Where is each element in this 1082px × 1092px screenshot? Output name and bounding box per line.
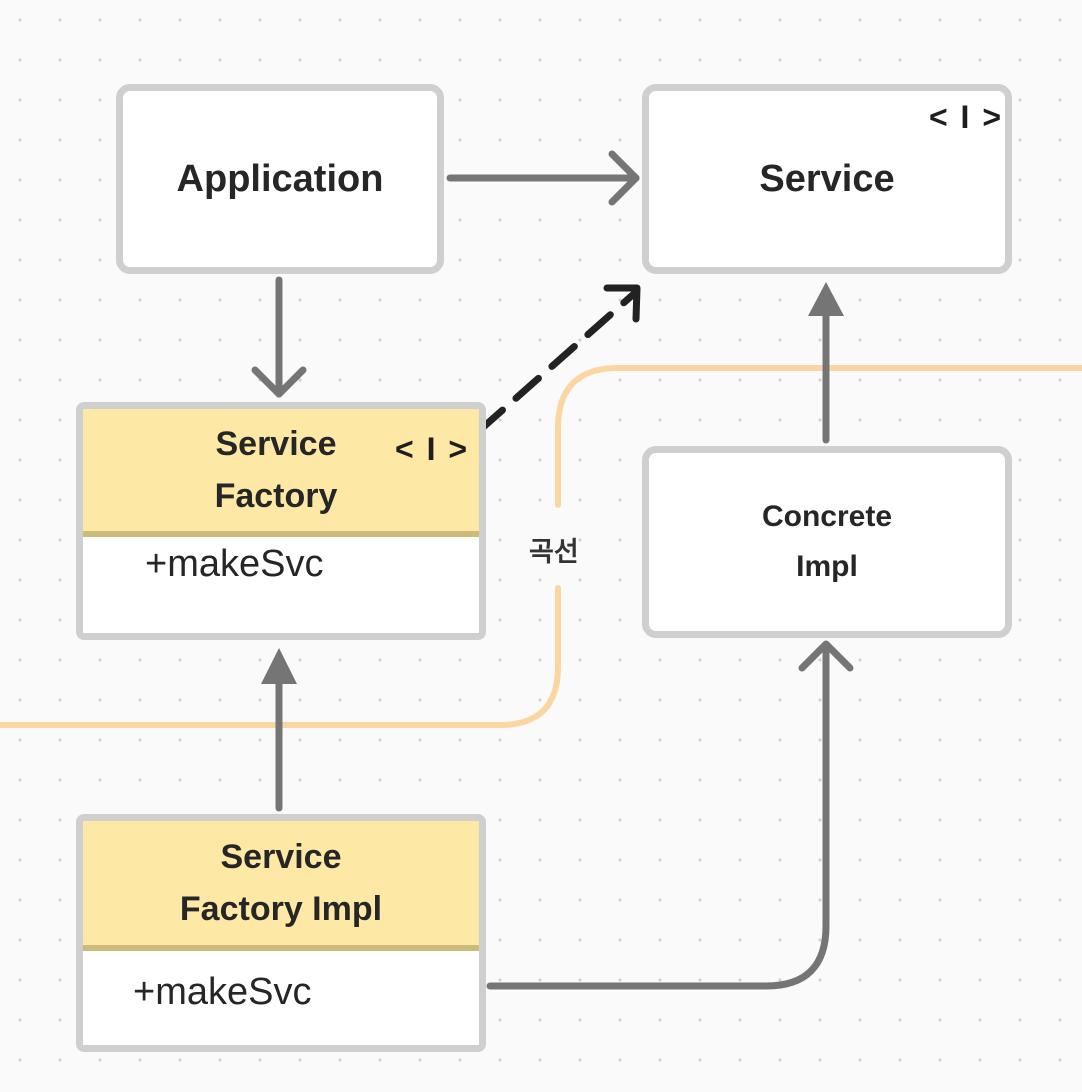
service-factory-title-line2: Factory	[214, 477, 338, 515]
boundary-curve-label: 곡선	[529, 537, 579, 568]
arrow-factory-impl-to-factory	[261, 648, 297, 812]
service-factory-impl-node[interactable]: Service Factory Impl +makeSvc	[76, 814, 486, 1052]
boundary-curve	[0, 365, 1082, 728]
arrow-factory-impl-to-concrete	[486, 640, 854, 990]
arrow-concrete-to-service	[808, 282, 844, 444]
service-factory-impl-title-line1: Service	[220, 838, 342, 876]
application-node[interactable]: Application	[116, 84, 444, 274]
service-factory-title-line1: Service	[215, 425, 337, 463]
concrete-impl-title-line1: Concrete	[761, 500, 893, 533]
concrete-impl-title-line2: Impl	[796, 550, 858, 583]
service-interface-stereotype: < I >	[928, 99, 1003, 135]
service-factory-interface-stereotype: < I >	[395, 431, 470, 467]
service-factory-impl-member: +makeSvc	[133, 971, 312, 1013]
service-factory-node[interactable]: Service Factory < I > +makeSvc	[76, 402, 486, 640]
dashed-arrow-factory-to-service	[476, 284, 641, 434]
service-factory-impl-header: Service Factory Impl	[83, 821, 479, 951]
arrow-application-to-service	[446, 150, 640, 206]
arrow-application-to-service-factory	[251, 276, 307, 398]
service-factory-impl-title-line2: Factory Impl	[179, 890, 383, 928]
service-node[interactable]: Service < I >	[642, 84, 1012, 274]
service-label: Service	[759, 157, 895, 200]
service-factory-member: +makeSvc	[145, 543, 324, 585]
concrete-impl-node[interactable]: Concrete Impl	[642, 446, 1012, 638]
application-label: Application	[176, 157, 384, 200]
service-factory-header: Service Factory < I >	[83, 409, 479, 537]
